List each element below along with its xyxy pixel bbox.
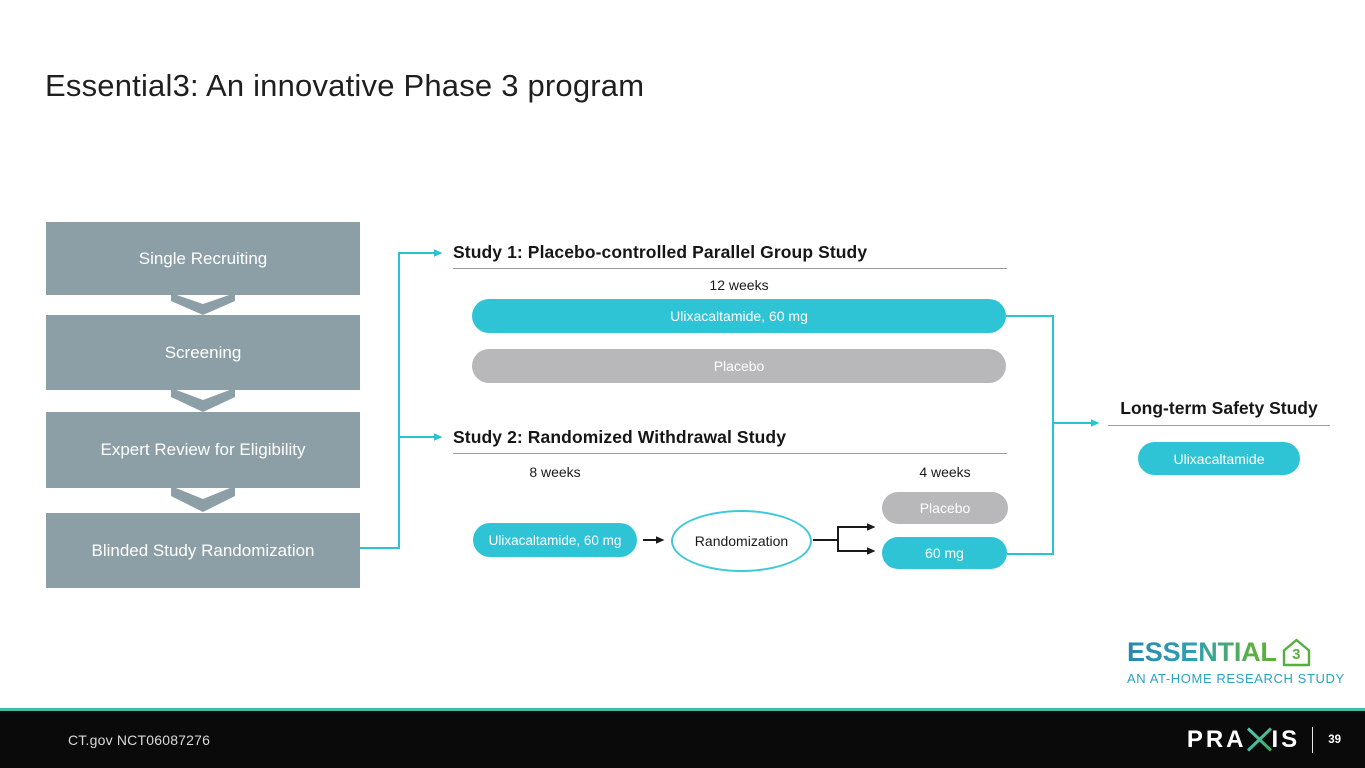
study2-title: Study 2: Randomized Withdrawal Study	[453, 427, 1007, 454]
funnel-step-expert-review: Expert Review for Eligibility	[46, 412, 360, 488]
study1-active-arm-pill: Ulixacaltamide, 60 mg	[472, 299, 1006, 333]
essential3-logo: ESSENTIAL 3 AN AT-HOME RESEARCH STUDY	[1127, 637, 1345, 686]
chevron-down-icon	[171, 486, 235, 512]
study2-active-arm-pill: 60 mg	[882, 537, 1007, 569]
funnel-step-label: Blinded Study Randomization	[91, 540, 315, 560]
randomization-ellipse: Randomization	[671, 510, 812, 572]
essential3-wordmark: ESSENTIAL	[1127, 637, 1277, 667]
study2-lead-in-pill: Ulixacaltamide, 60 mg	[473, 523, 637, 557]
essential3-house-badge: 3	[1282, 638, 1311, 667]
registry-id: CT.gov NCT06087276	[68, 731, 211, 748]
study1-placebo-arm-pill: Placebo	[472, 349, 1006, 383]
long-term-study-pill: Ulixacaltamide	[1138, 442, 1300, 475]
funnel-step-screening: Screening	[46, 315, 360, 390]
study1-duration-label: 12 weeks	[709, 277, 769, 293]
praxis-logo: PRA IS 39	[1187, 711, 1341, 768]
footer-divider	[1312, 726, 1314, 753]
praxis-suffix: IS	[1271, 725, 1301, 753]
study2-duration-lead-in-label: 8 weeks	[529, 464, 581, 480]
study1-title: Study 1: Placebo-controlled Parallel Gro…	[453, 242, 1007, 269]
study2-placebo-arm-pill: Placebo	[882, 492, 1008, 524]
essential3-badge-number: 3	[1292, 646, 1301, 663]
page-number: 39	[1328, 733, 1341, 746]
praxis-x-icon	[1246, 727, 1272, 752]
chevron-down-icon	[171, 388, 235, 412]
long-term-study-title: Long-term Safety Study	[1108, 398, 1330, 426]
funnel-to-study1-connector	[360, 249, 443, 549]
praxis-prefix: PRA	[1186, 725, 1247, 753]
funnel-step-label: Single Recruiting	[138, 248, 268, 268]
study2-duration-randomized-label: 4 weeks	[919, 464, 971, 480]
chevron-down-icon	[171, 293, 235, 315]
funnel-step-blinded-randomization: Blinded Study Randomization	[46, 513, 360, 588]
funnel-step-single-recruiting: Single Recruiting	[46, 222, 360, 295]
funnel-step-label: Screening	[164, 342, 242, 362]
funnel-step-label: Expert Review for Eligibility	[100, 440, 306, 459]
house-icon	[1282, 638, 1310, 667]
slide-title: Essential3: An innovative Phase 3 progra…	[45, 68, 645, 103]
essential3-tagline: AN AT-HOME RESEARCH STUDY	[1127, 671, 1345, 686]
footer-bar: CT.gov NCT06087276 PRA IS 39	[0, 708, 1365, 768]
studies-to-lts-connector	[1006, 315, 1054, 555]
